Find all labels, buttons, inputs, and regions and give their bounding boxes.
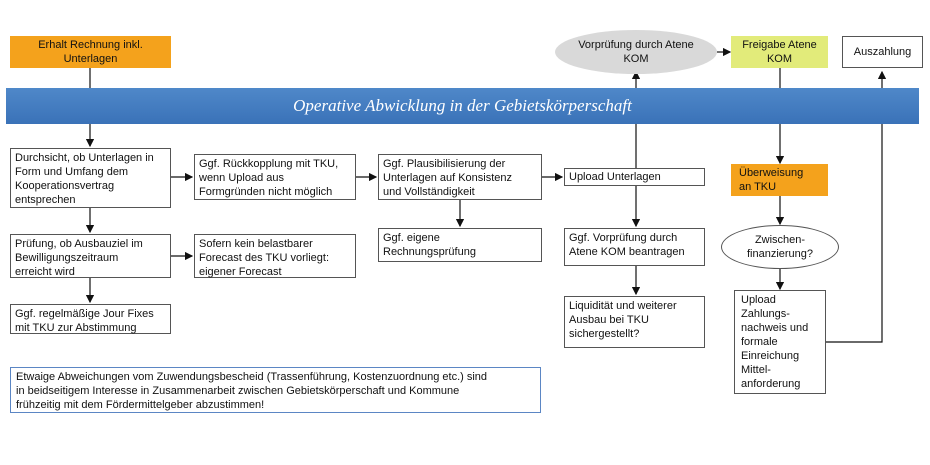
forecast-box: Sofern kein belastbarer Forecast des TKU… <box>194 234 356 278</box>
ueberweisung-tku-box: Überweisung an TKU <box>731 164 828 196</box>
liquiditaet-box: Liquidität und weiterer Ausbau bei TKU s… <box>564 296 705 348</box>
freigabe-atene-box: Freigabe Atene KOM <box>731 36 828 68</box>
upload-unterlagen-box: Upload Unterlagen <box>564 168 705 186</box>
rechnungspruefung-box: Ggf. eigene Rechnungsprüfung <box>378 228 542 262</box>
jour-fixes-box: Ggf. regelmäßige Jour Fixes mit TKU zur … <box>10 304 171 334</box>
vorpruefung-atene-ellipse: Vorprüfung durch Atene KOM <box>555 30 717 74</box>
pruefung-ausbauziel-box: Prüfung, ob Ausbauziel im Bewilligungsze… <box>10 234 171 278</box>
upload-zahlungsnachweis-box: Upload Zahlungs- nachweis und formale Ei… <box>734 290 826 394</box>
erhalt-rechnung-box: Erhalt Rechnung inkl. Unterlagen <box>10 36 171 68</box>
zwischenfinanzierung-ellipse: Zwischen- finanzierung? <box>721 225 839 269</box>
rueckkopplung-box: Ggf. Rückkopplung mit TKU, wenn Upload a… <box>194 154 356 200</box>
operative-abwicklung-banner: Operative Abwicklung in der Gebietskörpe… <box>6 88 919 124</box>
vorpruefung-beantragen-box: Ggf. Vorprüfung durch Atene KOM beantrag… <box>564 228 705 266</box>
durchsicht-box: Durchsicht, ob Unterlagen in Form und Um… <box>10 148 171 208</box>
abweichungen-note-box: Etwaige Abweichungen vom Zuwendungsbesch… <box>10 367 541 413</box>
plausibilisierung-box: Ggf. Plausibilisierung der Unterlagen au… <box>378 154 542 200</box>
auszahlung-box: Auszahlung <box>842 36 923 68</box>
